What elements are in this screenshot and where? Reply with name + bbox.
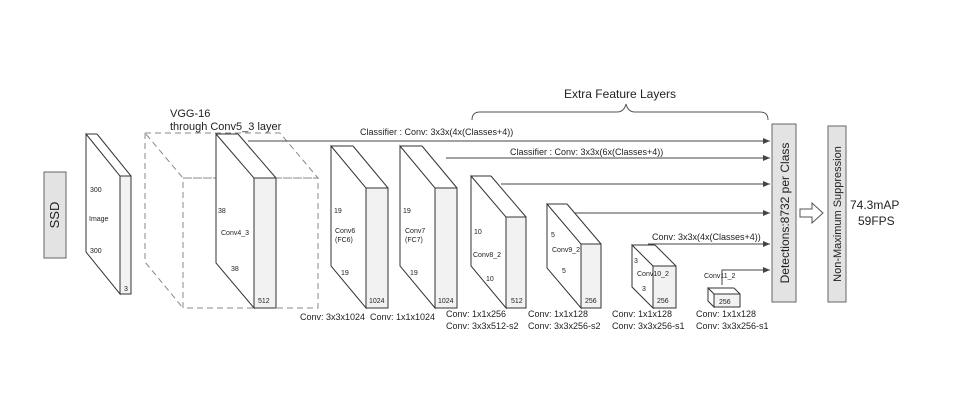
conv4-height: 38 — [231, 266, 239, 273]
image-height: 300 — [90, 248, 102, 255]
conv4-name: Conv4_3 — [221, 230, 249, 237]
conv8-width: 10 — [474, 229, 482, 236]
conv10-height: 3 — [642, 286, 646, 293]
conv9-width: 5 — [551, 232, 555, 239]
ssd-box: SSD — [43, 171, 67, 259]
conv9-caption1: Conv: 1x1x128 — [528, 309, 588, 319]
conv6-name2: (FC6) — [335, 237, 353, 244]
conv7-height: 19 — [410, 270, 418, 277]
image-block: 300 Image 300 3 — [85, 132, 132, 296]
image-width: 300 — [90, 187, 102, 194]
conv8-caption2: Conv: 3x3x512-s2 — [446, 321, 519, 331]
conv10-width: 3 — [634, 258, 638, 265]
conv9-height: 5 — [562, 268, 566, 275]
conv9-depth: 256 — [585, 298, 597, 305]
extra-layers-title: Extra Feature Layers — [564, 87, 676, 101]
nms-box: Non-Maximum Suppression — [827, 125, 847, 303]
conv11-caption1: Conv: 1x1x128 — [696, 309, 756, 319]
conv7-caption: Conv: 1x1x1024 — [370, 312, 435, 322]
conv6-height: 19 — [341, 270, 349, 277]
hollow-arrow-icon — [799, 201, 824, 225]
detections-box: Detections:8732 per Class — [771, 123, 797, 303]
extra-layers-brace — [471, 103, 769, 121]
conv10-caption2: Conv: 3x3x256-s1 — [612, 321, 685, 331]
classifier-arrows — [248, 138, 770, 285]
conv4-width: 38 — [218, 208, 226, 215]
classifier-label-3: Conv: 3x3x(4x(Classes+4)) — [652, 232, 761, 242]
conv7-width: 19 — [403, 208, 411, 215]
conv7-block: 19 Conv7 (FC7) 19 1024 — [399, 144, 458, 310]
result-map: 74.3mAP — [850, 198, 899, 212]
conv8-caption1: Conv: 1x1x256 — [446, 309, 506, 319]
conv11-2-block: Conv11_2 256 — [704, 273, 741, 309]
conv10-2-block: 3 Conv10_2 3 256 — [631, 243, 677, 310]
conv8-name: Conv8_2 — [473, 252, 501, 259]
conv9-2-block: 5 Conv9_2 5 256 — [546, 202, 602, 310]
conv11-name: Conv11_2 — [704, 273, 736, 280]
conv6-block: 19 Conv6 (FC6) 19 1024 — [330, 144, 389, 310]
conv4-depth: 512 — [258, 298, 270, 305]
conv8-2-block: 10 Conv8_2 10 512 — [470, 174, 527, 310]
vgg-subtitle: through Conv5_3 layer — [170, 121, 282, 133]
classifier-label-1: Classifier : Conv: 3x3x(4x(Classes+4)) — [360, 127, 513, 137]
classifier-label-2: Classifier : Conv: 3x3x(6x(Classes+4)) — [510, 147, 663, 157]
ssd-label: SSD — [47, 202, 62, 229]
conv10-name: Conv10_2 — [637, 271, 669, 278]
nms-label: Non-Maximum Suppression — [832, 146, 844, 282]
conv8-depth: 512 — [511, 298, 523, 305]
conv11-depth: 256 — [719, 299, 731, 306]
conv6-caption: Conv: 3x3x1024 — [300, 312, 365, 322]
conv9-name: Conv9_2 — [552, 247, 580, 254]
conv7-name2: (FC7) — [405, 237, 423, 244]
conv8-height: 10 — [486, 276, 494, 283]
conv9-caption2: Conv: 3x3x256-s2 — [528, 321, 601, 331]
conv6-name: Conv6 — [335, 228, 355, 235]
image-name: Image — [89, 216, 109, 223]
conv6-width: 19 — [334, 208, 342, 215]
arrow-conv11 — [721, 267, 770, 285]
conv10-caption1: Conv: 1x1x128 — [612, 309, 672, 319]
conv11-caption2: Conv: 3x3x256-s1 — [696, 321, 769, 331]
conv7-name: Conv7 — [405, 228, 425, 235]
conv10-depth: 256 — [657, 298, 669, 305]
conv7-depth: 1024 — [438, 298, 454, 305]
conv6-depth: 1024 — [369, 298, 385, 305]
vgg-dashed-box — [143, 132, 320, 309]
detections-label: Detections:8732 per Class — [778, 143, 792, 284]
image-depth: 3 — [124, 286, 128, 293]
result-fps: 59FPS — [858, 214, 895, 228]
conv4-3-block: 38 Conv4_3 38 512 — [215, 132, 277, 310]
vgg-title: VGG-16 — [170, 108, 210, 120]
